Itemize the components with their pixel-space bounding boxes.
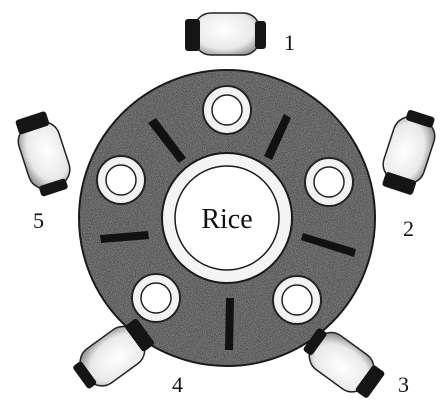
plate: [132, 274, 180, 322]
seat-label-3: 3: [398, 372, 409, 397]
plate: [203, 86, 251, 134]
seat-label-2: 2: [403, 216, 414, 241]
chair-2: [376, 107, 440, 197]
seat-label-1: 1: [284, 30, 295, 55]
rice-label: Rice: [201, 204, 252, 235]
plate: [97, 156, 145, 204]
seat-label-4: 4: [172, 372, 183, 397]
plate: [305, 158, 353, 206]
rice-bowl: Rice: [162, 153, 292, 283]
seat-label-5: 5: [33, 208, 44, 233]
plate: [273, 276, 321, 324]
chopstick: [225, 298, 234, 350]
chair-1: [185, 13, 266, 55]
chair-5: [11, 109, 76, 199]
